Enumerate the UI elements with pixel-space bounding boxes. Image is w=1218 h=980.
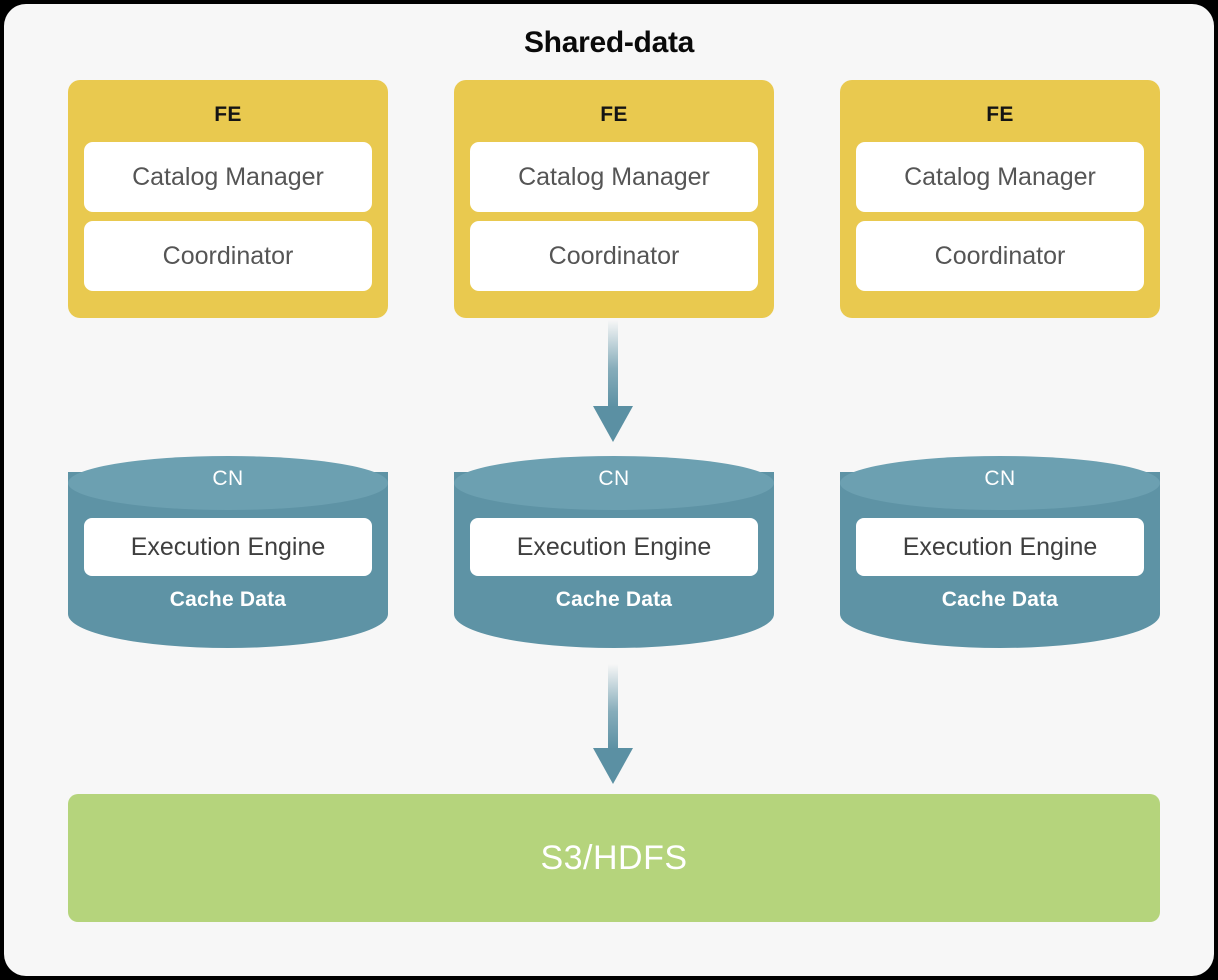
- fe-node-1-coordinator[interactable]: Coordinator: [84, 221, 372, 291]
- cn-to-storage-arrow: [591, 664, 635, 786]
- fe-to-cn-arrow: [591, 320, 635, 444]
- cn-node-3-execution-engine[interactable]: Execution Engine: [856, 518, 1144, 576]
- fe-node-1-catalog-manager[interactable]: Catalog Manager: [84, 142, 372, 212]
- page-title: Shared-data: [523, 26, 695, 59]
- fe-node-3[interactable]: FE Catalog Manager Coordinator: [840, 80, 1160, 318]
- fe-node-2[interactable]: FE Catalog Manager Coordinator: [454, 80, 774, 318]
- storage-layer-s3-hdfs[interactable]: S3/HDFS: [68, 794, 1160, 922]
- fe-node-3-coordinator[interactable]: Coordinator: [856, 221, 1144, 291]
- cn-node-3-cylinder-cap: [840, 456, 1160, 510]
- fe-node-2-title: FE: [600, 103, 628, 126]
- cn-node-3[interactable]: CN Execution Engine Cache Data: [840, 456, 1160, 648]
- fe-node-1-title: FE: [214, 103, 242, 126]
- cn-node-2-title: CN: [598, 467, 630, 490]
- cn-node-1-cylinder-cap: [68, 456, 388, 510]
- fe-node-1[interactable]: FE Catalog Manager Coordinator: [68, 80, 388, 318]
- cn-node-3-title: CN: [984, 467, 1016, 490]
- cn-node-1[interactable]: CN Execution Engine Cache Data: [68, 456, 388, 648]
- cn-node-2[interactable]: CN Execution Engine Cache Data: [454, 456, 774, 648]
- cn-node-1-execution-engine[interactable]: Execution Engine: [84, 518, 372, 576]
- cn-node-1-cache-data: Cache Data: [169, 588, 287, 611]
- cn-node-2-execution-engine[interactable]: Execution Engine: [470, 518, 758, 576]
- fe-node-row: FE Catalog Manager Coordinator FE Catalo…: [68, 80, 1160, 318]
- cn-node-row: CN Execution Engine Cache Data CN Execut…: [68, 456, 1160, 648]
- fe-node-3-catalog-manager[interactable]: Catalog Manager: [856, 142, 1144, 212]
- fe-node-2-coordinator[interactable]: Coordinator: [470, 221, 758, 291]
- cn-node-2-cylinder-cap: [454, 456, 774, 510]
- fe-node-3-title: FE: [986, 103, 1014, 126]
- cn-node-2-cache-data: Cache Data: [555, 588, 673, 611]
- diagram-card: Shared-data FE Catalog Manager Coordinat…: [4, 4, 1214, 976]
- cn-node-1-title: CN: [212, 467, 244, 490]
- fe-node-2-catalog-manager[interactable]: Catalog Manager: [470, 142, 758, 212]
- cn-node-3-cache-data: Cache Data: [941, 588, 1059, 611]
